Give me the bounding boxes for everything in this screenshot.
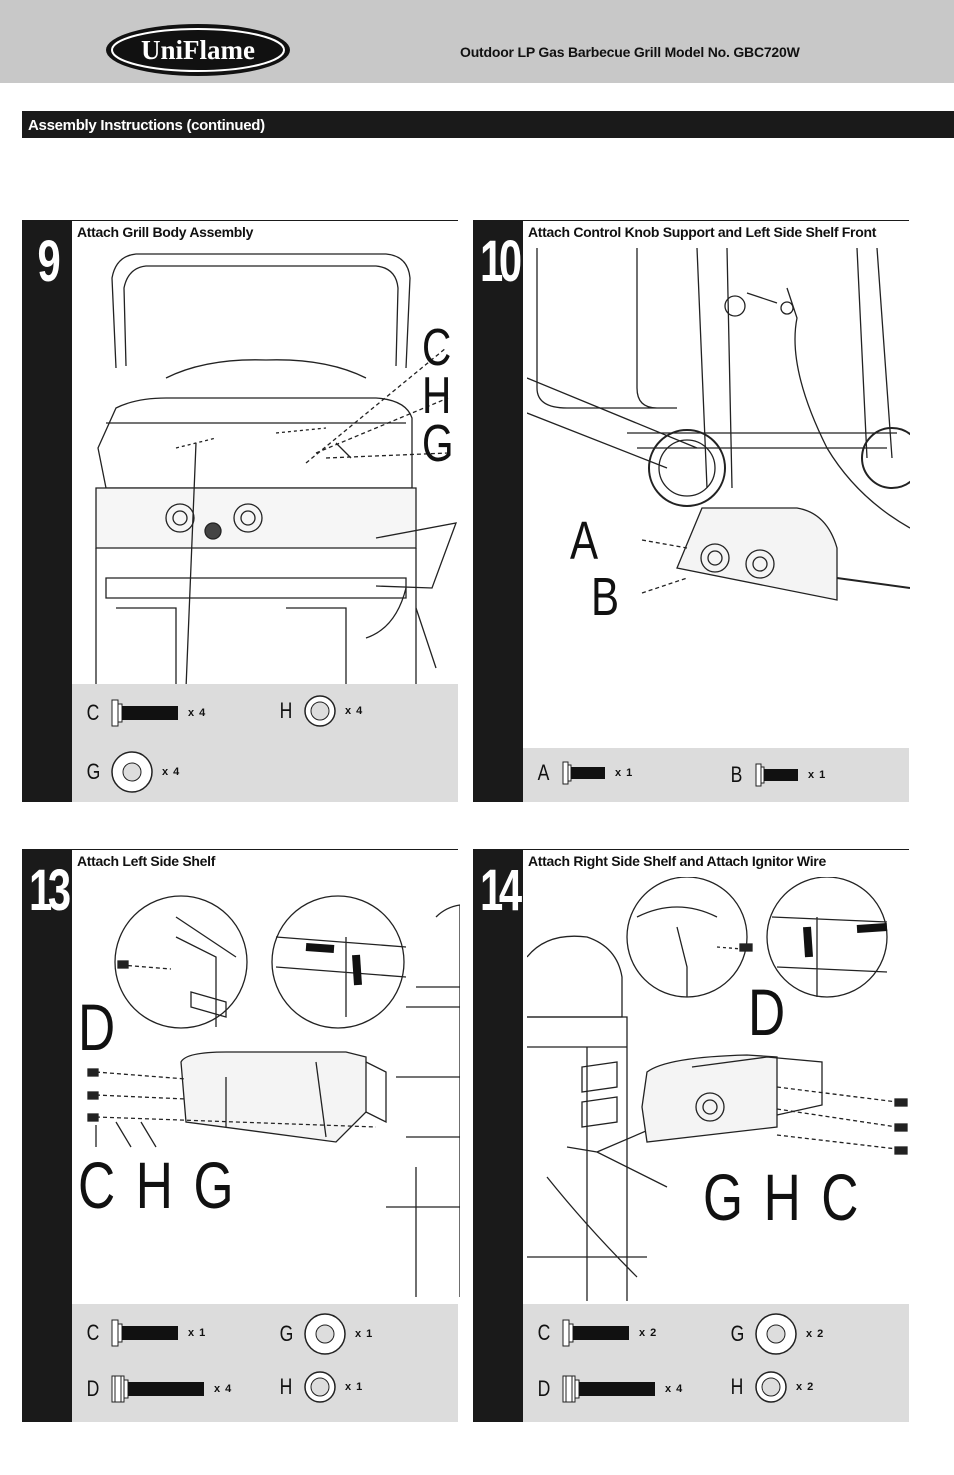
step-number: 14 xyxy=(480,858,522,923)
part-d: D x 4 xyxy=(535,1374,683,1404)
screw-icon xyxy=(755,763,798,787)
part-c: C x 2 xyxy=(535,1318,657,1348)
part-c: C x 4 xyxy=(84,698,206,728)
parts-list: A x 1 B x 1 xyxy=(523,748,909,802)
uniflame-logo: UniFlame xyxy=(106,24,290,76)
callout-b: B xyxy=(591,567,623,627)
lock-washer-icon xyxy=(755,1371,787,1403)
part-h: H x 1 xyxy=(277,1370,363,1404)
step-title: Attach Right Side Shelf and Attach Ignit… xyxy=(528,853,826,869)
screw-icon xyxy=(562,761,605,785)
part-h: H x 2 xyxy=(728,1370,814,1404)
hex-bolt-icon xyxy=(111,1375,204,1403)
section-title: Assembly Instructions (continued) xyxy=(22,111,954,138)
part-g: G x 2 xyxy=(728,1312,824,1356)
part-d: D x 4 xyxy=(84,1374,232,1404)
part-c: C x 1 xyxy=(84,1318,206,1348)
step-14: 14 Attach Right Side Shelf and Attach Ig… xyxy=(473,849,909,1422)
parts-list: C x 2 G x 2 D x 4 H x 2 xyxy=(523,1304,909,1422)
parts-list: C x 4 H x 4 G x 4 xyxy=(72,684,458,802)
callout-ghc: G H C xyxy=(703,1160,862,1234)
part-a: A x 1 xyxy=(537,760,634,785)
callout-chg: C H G xyxy=(78,1148,237,1222)
step-title: Attach Control Knob Support and Left Sid… xyxy=(528,224,877,240)
part-g: G x 4 xyxy=(84,750,180,794)
step-number: 10 xyxy=(480,229,522,294)
part-b: B x 1 xyxy=(730,762,827,787)
callout-letters: C H G xyxy=(422,319,457,473)
callout-a: A xyxy=(570,511,602,571)
callout-d: D xyxy=(78,990,119,1064)
step-13: 13 Attach Left Side Shelf D C H G C xyxy=(22,849,460,1422)
left-shelf-illustration xyxy=(87,895,460,1297)
part-g: G x 1 xyxy=(277,1312,373,1356)
lock-washer-icon xyxy=(304,695,336,727)
document-title: Outdoor LP Gas Barbecue Grill Model No. … xyxy=(460,44,800,60)
step-title: Attach Left Side Shelf xyxy=(77,853,216,869)
parts-list: C x 1 G x 1 D x 4 H x 1 xyxy=(72,1304,458,1422)
header-bar: UniFlame Outdoor LP Gas Barbecue Grill M… xyxy=(0,0,954,83)
right-shelf-illustration xyxy=(527,877,908,1301)
part-h: H x 4 xyxy=(277,694,363,728)
flat-washer-icon xyxy=(304,1313,346,1355)
flat-washer-icon xyxy=(111,751,153,793)
step-title: Attach Grill Body Assembly xyxy=(77,224,254,240)
control-panel-illustration xyxy=(527,248,910,601)
hex-bolt-icon xyxy=(562,1375,655,1403)
bolt-icon xyxy=(111,699,178,727)
step-9: 9 Attach Grill Body Assembly C H G xyxy=(22,220,458,802)
bolt-icon xyxy=(111,1319,178,1347)
grill-body-illustration xyxy=(95,253,458,684)
logo-text: UniFlame xyxy=(141,35,255,65)
step-10: 10 Attach Control Knob Support and Left … xyxy=(473,220,910,802)
step-number-column xyxy=(22,220,72,802)
step-number: 13 xyxy=(29,858,71,923)
lock-washer-icon xyxy=(304,1371,336,1403)
callout-d: D xyxy=(748,975,789,1049)
bolt-icon xyxy=(562,1319,629,1347)
flat-washer-icon xyxy=(755,1313,797,1355)
step-number: 9 xyxy=(37,229,61,294)
